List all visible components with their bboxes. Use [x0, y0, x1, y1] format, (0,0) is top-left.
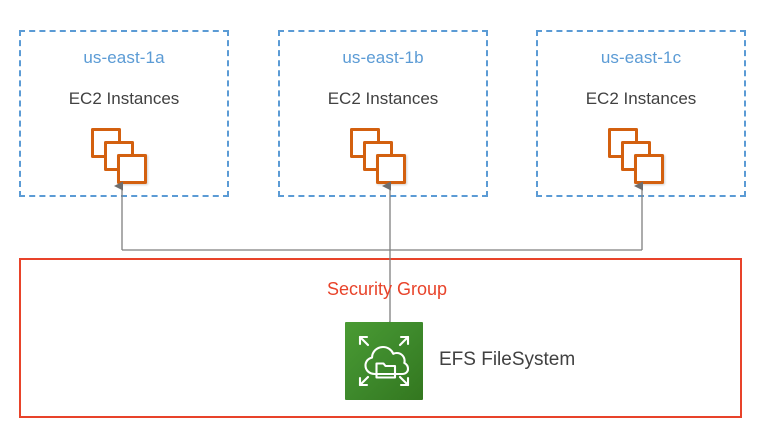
ec2-instances-label-us-east-1b: EC2 Instances — [327, 89, 439, 108]
ec2-instances-label-us-east-1a: EC2 Instances — [68, 89, 180, 108]
ec2-square-front — [634, 154, 664, 184]
security-group-label: Security Group — [326, 279, 448, 299]
az-label-us-east-1c: us-east-1c — [600, 48, 682, 67]
ec2-instances-label-us-east-1c: EC2 Instances — [585, 89, 697, 108]
ec2-square-front — [117, 154, 147, 184]
az-label-us-east-1b: us-east-1b — [342, 48, 424, 67]
az-label-us-east-1a: us-east-1a — [83, 48, 165, 67]
ec2-instances-icon[interactable] — [91, 128, 157, 188]
availability-zone-us-east-1c[interactable]: us-east-1c EC2 Instances — [536, 30, 746, 197]
availability-zone-us-east-1b[interactable]: us-east-1b EC2 Instances — [278, 30, 488, 197]
ec2-instances-icon[interactable] — [350, 128, 416, 188]
security-group-boundary[interactable] — [19, 258, 742, 418]
efs-filesystem-label: EFS FileSystem — [439, 349, 576, 370]
ec2-square-front — [376, 154, 406, 184]
availability-zone-us-east-1a[interactable]: us-east-1a EC2 Instances — [19, 30, 229, 197]
efs-filesystem-icon[interactable] — [345, 322, 423, 400]
ec2-instances-icon[interactable] — [608, 128, 674, 188]
